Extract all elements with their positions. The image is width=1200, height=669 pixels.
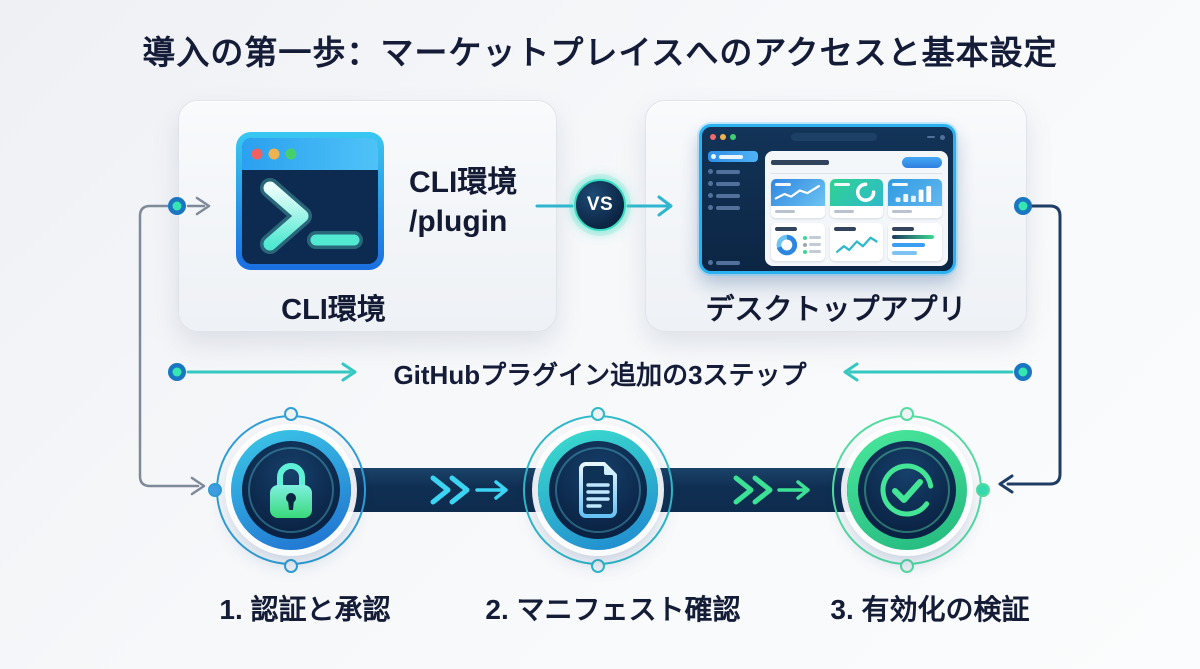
tile-trend [829, 222, 884, 261]
flow1-arrow-icon [475, 480, 508, 500]
tile-bar-chart [888, 179, 942, 218]
app-header-title-placeholder [771, 160, 829, 165]
step-circle-auth [208, 407, 366, 573]
window-menu-glyph [940, 134, 945, 140]
cli-card-label: CLI環境 [281, 294, 386, 326]
orbit-dot [284, 559, 298, 573]
sidebar-item [708, 181, 758, 186]
app-titlebar [702, 127, 953, 147]
app-header-divider [771, 173, 942, 174]
sidebar-item [708, 169, 758, 174]
orbit-dot [284, 407, 298, 421]
hbar-list [892, 233, 938, 258]
desktop-card-label: デスクトップアプリ [705, 294, 967, 326]
orbit-dot [591, 559, 605, 573]
step-label-verify: 3. 有効化の検証 [830, 594, 1030, 625]
vs-badge: VS [574, 179, 626, 231]
app-titlebar-pill [790, 133, 877, 141]
desktop-card: デスクトップアプリ [645, 100, 1027, 332]
trend-line-icon [835, 235, 878, 253]
cli-caption: CLI環境 /plugin [409, 163, 517, 241]
close-icon [710, 134, 716, 140]
app-sidebar [702, 147, 763, 271]
lock-icon [270, 463, 312, 518]
minimize-icon [720, 134, 726, 140]
step-label-manifest: 2. マニフェスト確認 [485, 594, 741, 625]
flow2-arrow-icon [777, 480, 810, 500]
tile-donut [771, 222, 825, 261]
cli-card: CLI環境 /plugin CLI環境 [178, 100, 557, 332]
page-title: 導入の第一歩：マーケットプレイスへのアクセスと基本設定 [142, 34, 1058, 71]
orbit-dot [976, 483, 990, 497]
step2-disc [538, 430, 658, 550]
orbit-dot [900, 559, 914, 573]
cli-caption-line1: CLI環境 [409, 166, 518, 199]
tile-line-chart [771, 179, 825, 218]
sidebar-item [708, 193, 758, 198]
sidebar-item-bottom [708, 260, 758, 265]
line-chart-icon [774, 185, 821, 200]
cli-caption-line2: /plugin [409, 205, 508, 238]
app-header [771, 157, 942, 168]
orbit-dot [591, 407, 605, 421]
bar-chart-icon [895, 186, 932, 202]
step-label-auth: 1. 認証と承認 [219, 594, 391, 625]
check-icon [880, 463, 934, 517]
flow1-chevrons-icon [430, 475, 470, 505]
desktop-app-window [699, 124, 956, 274]
sidebar-item-active [708, 151, 758, 162]
tile-hbars [888, 222, 942, 261]
maximize-icon [730, 134, 736, 140]
ring-icon [855, 182, 876, 202]
step-circle-manifest [523, 407, 673, 573]
donut-legend [802, 235, 821, 254]
donut-chart-icon [776, 234, 798, 256]
sidebar-item [708, 205, 758, 210]
step1-disc [231, 430, 351, 550]
step-circle-verify [832, 407, 990, 573]
app-header-button [902, 157, 942, 168]
orbit-dot [208, 483, 222, 497]
window-minimize-glyph [927, 136, 935, 138]
tile-ring [829, 179, 884, 218]
document-icon [579, 462, 617, 518]
app-body [702, 147, 953, 271]
flow2-chevrons-icon [733, 475, 773, 505]
dashboard-tiles [771, 179, 942, 261]
app-main-panel [765, 151, 948, 266]
terminal-icon [236, 132, 384, 270]
step-flow-bar-2 [654, 468, 854, 512]
steps-section-title: GitHubプラグイン追加の3ステップ [393, 360, 807, 390]
step3-disc [847, 430, 967, 550]
orbit-dot [900, 407, 914, 421]
